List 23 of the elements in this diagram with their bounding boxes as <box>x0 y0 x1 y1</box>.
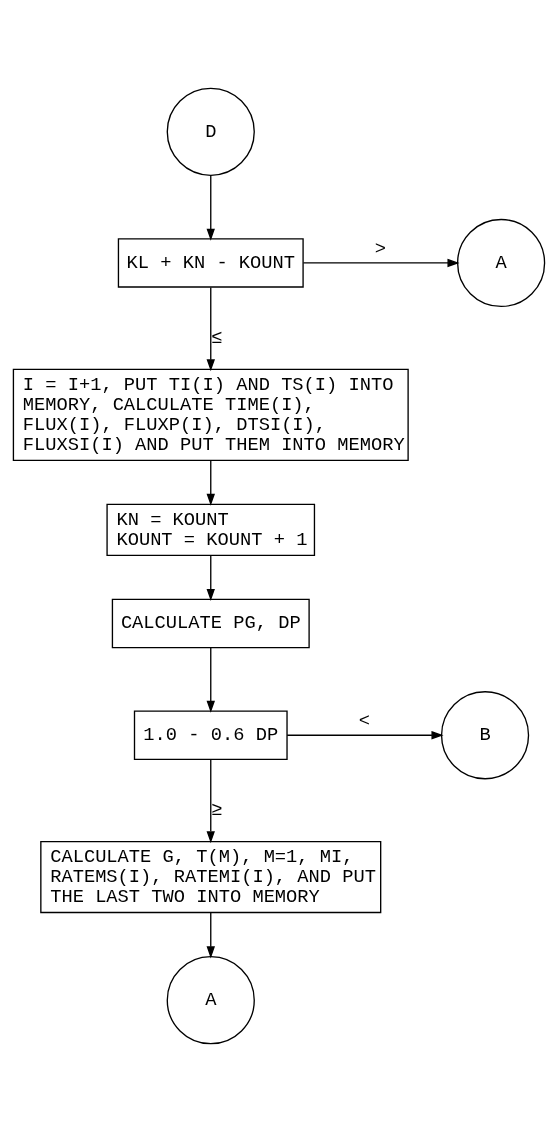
arrow <box>206 554 215 601</box>
node-circle: D <box>166 87 255 176</box>
arrow <box>206 646 215 713</box>
arrow <box>206 174 215 241</box>
edge-label: ≥ <box>211 798 223 821</box>
node-box: CALCULATE PG, DP <box>111 598 310 648</box>
arrow <box>206 758 215 843</box>
node-circle: A <box>166 955 255 1044</box>
edge-label: ≤ <box>211 326 223 349</box>
arrow <box>206 911 215 958</box>
node-circle: A <box>456 218 546 307</box>
node-box: KL + KN - KOUNT <box>117 237 304 288</box>
node-box: I = I+1, PUT TI(I) AND TS(I) INTO MEMORY, CALCULATE TIME(I), FLUX(I), FLUXP(I), DTSI(I), FLUXSI(I) AND PUT THEM INTO MEMORY <box>12 368 409 461</box>
node-box: KN = KOUNT KOUNT = KOUNT + 1 <box>106 503 316 556</box>
arrow <box>302 258 460 267</box>
node-circle: B <box>440 690 530 779</box>
edge-label: < <box>358 709 370 732</box>
arrow <box>286 730 444 739</box>
arrow <box>206 459 215 506</box>
node-box: 1.0 - 0.6 DP <box>133 710 288 760</box>
arrow <box>206 286 215 371</box>
node-box: CALCULATE G, T(M), M=1, MI, RATEMS(I), RATEMI(I), AND PUT THE LAST TWO INTO MEMORY <box>40 840 382 913</box>
edge-label: > <box>374 237 386 260</box>
